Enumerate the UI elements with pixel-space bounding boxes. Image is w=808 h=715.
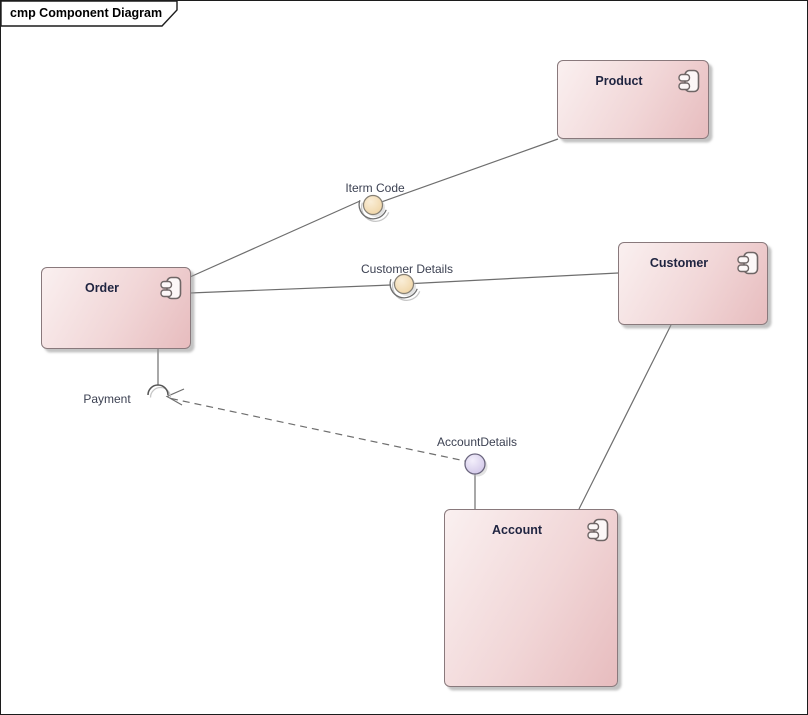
connector-line[interactable] [403,272,619,285]
ball-icon-customer-details[interactable] [393,273,415,295]
open-arrowhead-icon [165,388,185,406]
interface-label-account-details: AccountDetails [436,435,518,449]
component-icon [737,251,759,275]
interface-label-payment: Payment [83,392,131,406]
connector-order-customer[interactable] [189,272,619,294]
connector-order-product[interactable] [189,138,559,278]
socket-icon-payment[interactable] [147,384,169,396]
component-order[interactable]: Order [41,267,191,349]
dashed-dependency-line[interactable] [170,397,466,462]
dependency-accountdetails-payment[interactable] [165,388,466,462]
interface-label-iterm-code: Iterm Code [345,181,405,195]
component-icon [587,518,609,542]
diagram-frame-tab [1,1,178,27]
component-customer-label: Customer [649,256,709,270]
component-product-label: Product [595,74,643,88]
component-customer[interactable]: Customer [618,242,768,325]
interface-label-customer-details: Customer Details [360,262,454,276]
connector-line[interactable] [189,200,361,278]
diagram-title: cmp Component Diagram [10,6,163,20]
connector-line[interactable] [372,138,559,206]
component-product[interactable]: Product [557,60,709,139]
connector-customer-account[interactable] [578,324,672,510]
component-account-label: Account [492,523,542,537]
socket-shadows [149,202,421,398]
connector-line[interactable] [189,284,392,294]
component-account[interactable]: Account [444,509,618,687]
component-icon [160,276,182,300]
ball-icon-account-details[interactable] [464,453,486,475]
component-order-label: Order [84,281,120,295]
ball-icon-iterm-code[interactable] [362,194,384,216]
socket-icon-customer-details[interactable] [389,278,418,299]
component-icon [678,69,700,93]
socket-icon-iterm-code[interactable] [358,199,387,220]
